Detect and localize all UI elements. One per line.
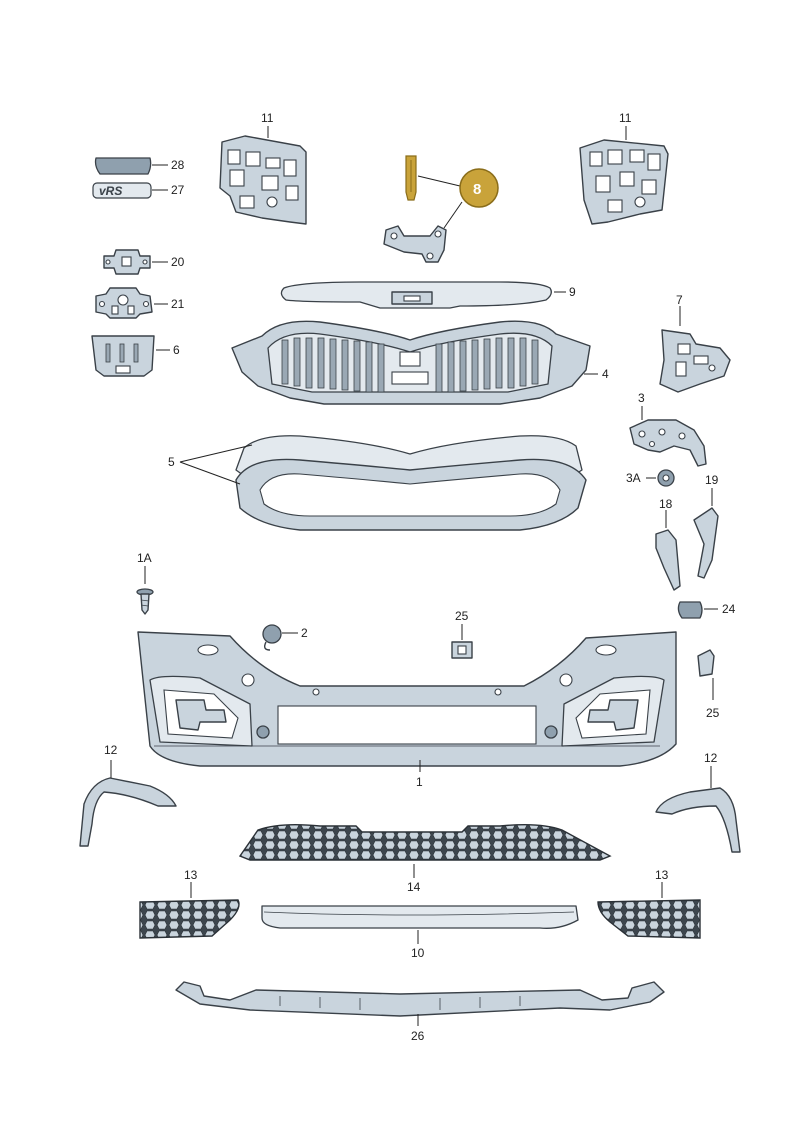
label-6: 6 <box>173 343 180 357</box>
label-26: 26 <box>411 1029 425 1043</box>
part-14-lower-grille[interactable] <box>238 823 612 861</box>
label-12-left: 12 <box>104 743 118 757</box>
label-14: 14 <box>407 880 421 894</box>
label-13-right: 13 <box>655 868 669 882</box>
part-11-left-bracket[interactable] <box>219 135 307 225</box>
label-4: 4 <box>602 367 609 381</box>
label-11-left: 11 <box>261 111 274 125</box>
callout-8-circle[interactable] <box>459 168 499 208</box>
leader-8b <box>443 201 463 229</box>
label-1A: 1A <box>137 551 152 565</box>
label-19: 19 <box>705 473 719 487</box>
part-13-right-grille-insert[interactable] <box>597 899 701 939</box>
label-25-center: 25 <box>455 609 469 623</box>
label-13-left: 13 <box>184 868 198 882</box>
label-20: 20 <box>171 255 185 269</box>
part-12-right-trim[interactable] <box>655 787 741 853</box>
part-12-left-trim[interactable] <box>79 777 177 847</box>
label-2: 2 <box>301 626 308 640</box>
part-5-grille-frame[interactable] <box>235 435 587 531</box>
part-9-trim-strip[interactable] <box>280 281 552 309</box>
part-2-tow-hook-cap[interactable] <box>262 624 282 651</box>
part-1A-screw[interactable] <box>136 588 154 615</box>
part-8-mount-bracket[interactable] <box>383 225 447 263</box>
label-9: 9 <box>569 285 576 299</box>
part-7-side-bracket[interactable] <box>659 329 731 393</box>
part-24-cover[interactable] <box>677 601 703 619</box>
part-19-trim-piece[interactable] <box>693 507 719 579</box>
part-21-mounting-plate[interactable] <box>95 287 153 319</box>
part-18-trim-piece[interactable] <box>655 529 681 591</box>
part-28-trim-strip[interactable] <box>94 157 152 175</box>
leader-5a <box>179 444 253 463</box>
part-3-mount-bracket[interactable] <box>629 419 707 467</box>
label-27: 27 <box>171 183 185 197</box>
label-11-right: 11 <box>619 111 632 125</box>
part-4-radiator-grille[interactable] <box>231 320 591 405</box>
part-1-bumper-cover[interactable] <box>137 631 677 767</box>
label-28: 28 <box>171 158 185 172</box>
part-10-trim-strip[interactable] <box>261 905 579 929</box>
part-6-cover-plate[interactable] <box>91 335 155 377</box>
label-12-right: 12 <box>704 751 718 765</box>
label-3A: 3A <box>626 471 641 485</box>
label-7: 7 <box>676 293 683 307</box>
part-8-sensor-pin[interactable] <box>405 155 417 201</box>
part-25-clip-side[interactable] <box>697 649 715 677</box>
part-11-right-bracket[interactable] <box>579 139 669 225</box>
label-25-side: 25 <box>706 706 720 720</box>
part-3A-clip[interactable] <box>657 469 675 487</box>
leader-8a <box>417 175 461 187</box>
label-21: 21 <box>171 297 185 311</box>
label-1: 1 <box>416 775 423 789</box>
leader-5b <box>179 461 241 485</box>
part-20-mounting-plate[interactable] <box>103 249 151 275</box>
part-26-lower-spoiler[interactable] <box>175 981 665 1017</box>
label-5: 5 <box>168 455 175 469</box>
part-27-vrs-emblem[interactable]: vRS <box>92 182 152 199</box>
label-8: 8 <box>473 181 481 198</box>
label-24: 24 <box>722 602 736 616</box>
label-3: 3 <box>638 391 645 405</box>
label-10: 10 <box>411 946 425 960</box>
label-18: 18 <box>659 497 673 511</box>
vrs-emblem-lettering: vRS <box>99 184 122 198</box>
part-25-clip-center[interactable] <box>451 641 473 659</box>
part-13-left-grille-insert[interactable] <box>139 899 240 939</box>
